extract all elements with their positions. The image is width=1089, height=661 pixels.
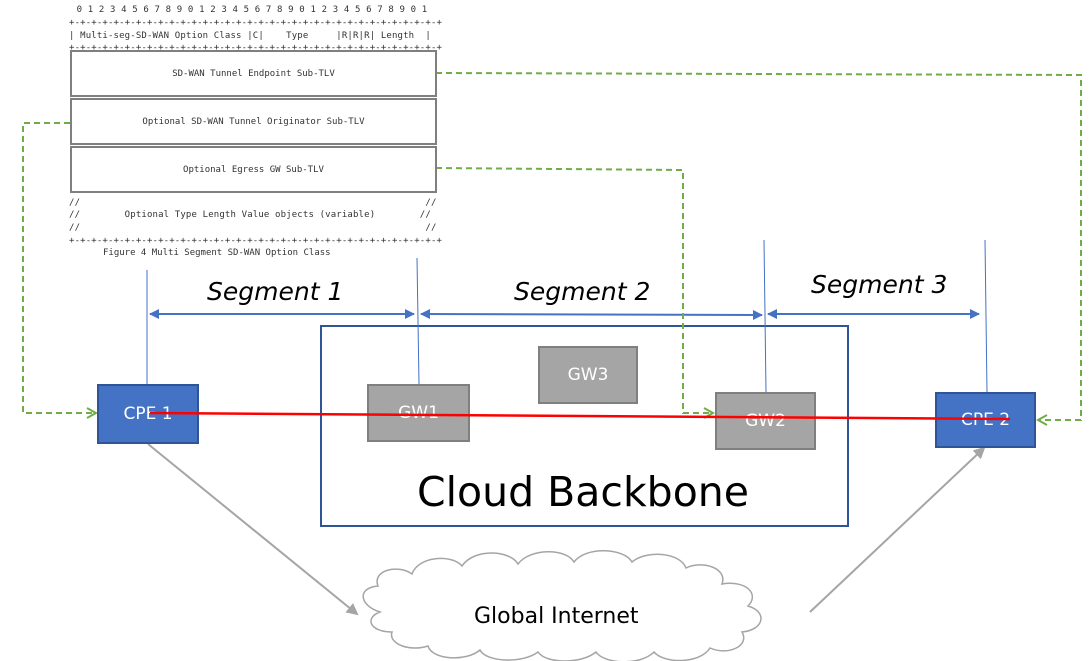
boundary-line-gw1 [416, 257, 420, 385]
figure-caption: Figure 4 Multi Segment SD-WAN Option Cla… [103, 248, 331, 258]
cpe-1-label: CPE 1 [123, 404, 173, 424]
endpoint-to-cpe2-arrow [435, 72, 1082, 420]
tlv-tunnel-originator-label: Optional SD-WAN Tunnel Originator Sub-TL… [142, 116, 365, 127]
gw-3-node: GW3 [538, 346, 638, 404]
boundary-line-gw2 [763, 239, 767, 393]
cpe-2-label: CPE 2 [960, 410, 1011, 430]
gw-2-node: GW2 [715, 392, 816, 450]
gw-2-label: GW2 [745, 411, 786, 431]
tlv-egress-gw-label: Optional Egress GW Sub-TLV [183, 164, 324, 175]
tlv-tunnel-originator-box: Optional SD-WAN Tunnel Originator Sub-TL… [70, 98, 437, 145]
segment-2-label: Segment 2 [514, 277, 651, 306]
global-internet-label: Global Internet [474, 604, 639, 629]
gw-3-label: GW3 [567, 365, 609, 385]
tlv-tunnel-endpoint-label: SD-WAN Tunnel Endpoint Sub-TLV [172, 68, 335, 79]
global-internet-cloud [362, 550, 762, 661]
tlv-type-length-row: // Optional Type Length Value objects (v… [69, 210, 431, 220]
internet-to-cpe2-arrow [809, 446, 986, 613]
bit-ruler: 0 1 2 3 4 5 6 7 8 9 0 1 2 3 4 5 6 7 8 9 … [71, 5, 428, 15]
cpe1-to-internet-arrow [147, 443, 359, 616]
originator-to-cpe1-arrow [22, 122, 96, 413]
tlv-egress-gw-box: Optional Egress GW Sub-TLV [70, 146, 437, 193]
gw-1-node: GW1 [367, 384, 470, 442]
separator-upper: +-+-+-+-+-+-+-+-+-+-+-+-+-+-+-+-+-+-+-+-… [69, 43, 443, 53]
cloud-backbone-label: Cloud Backbone [417, 468, 750, 516]
segment-3-label: Segment 3 [811, 270, 948, 299]
tlv-slash-row-bottom: // // [69, 223, 437, 233]
cloud-backbone-box [320, 325, 849, 527]
cpe-2-node: CPE 2 [935, 392, 1036, 448]
separator-bottom: +-+-+-+-+-+-+-+-+-+-+-+-+-+-+-+-+-+-+-+-… [69, 236, 443, 246]
gw-1-label: GW1 [398, 403, 439, 423]
tlv-tunnel-endpoint-box: SD-WAN Tunnel Endpoint Sub-TLV [70, 50, 437, 97]
field-row: | Multi-seg-SD-WAN Option Class |C| Type… [69, 31, 431, 41]
separator-top: +-+-+-+-+-+-+-+-+-+-+-+-+-+-+-+-+-+-+-+-… [69, 18, 443, 28]
segment-1-label: Segment 1 [207, 277, 344, 306]
boundary-line-cpe2 [984, 239, 988, 393]
cpe-1-node: CPE 1 [97, 384, 199, 444]
segment-2-arrow [420, 309, 763, 320]
tlv-slash-row-top: // // [69, 198, 437, 208]
